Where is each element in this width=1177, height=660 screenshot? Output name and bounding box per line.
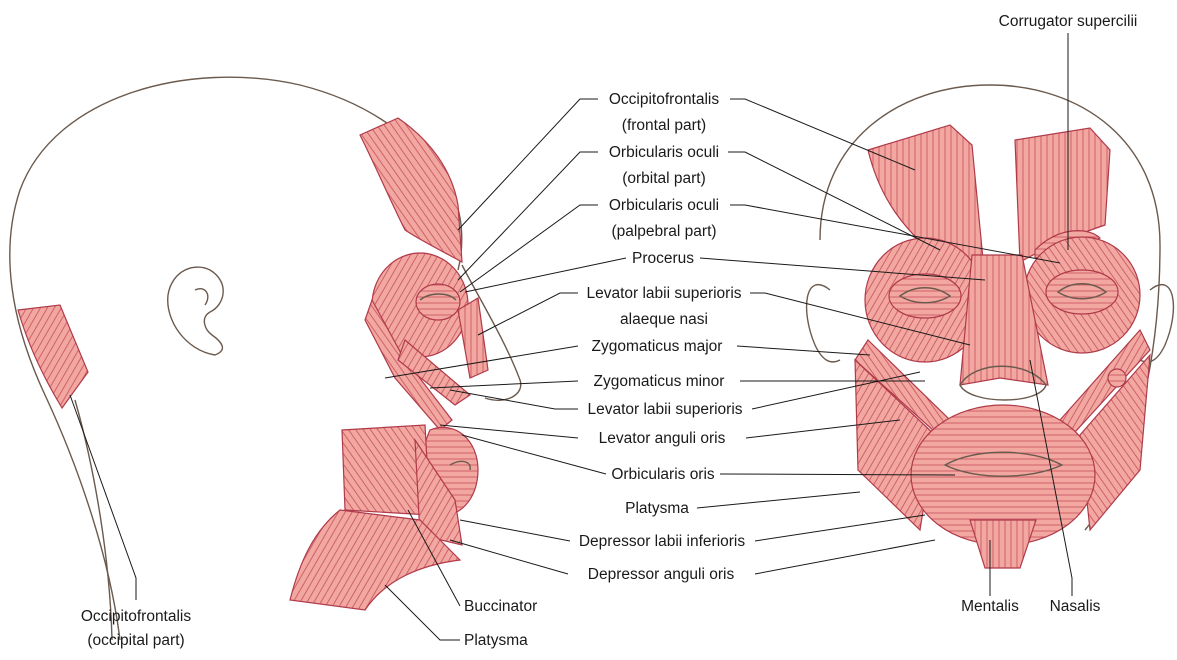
label-corrugator-supercilii: Corrugator supercilii (999, 13, 1138, 30)
label-orbicularis-oculi-orbital: Orbicularis oculi (609, 144, 719, 161)
label-orbital-part: (orbital part) (622, 170, 706, 187)
label-occipitofrontalis-frontal: Occipitofrontalis (609, 91, 720, 108)
label-levator-anguli-oris: Levator anguli oris (599, 430, 726, 447)
label-levator-labii-alaeque: Levator labii superioris (586, 285, 741, 302)
label-palpebral-part: (palpebral part) (611, 223, 716, 240)
label-mentalis: Mentalis (961, 598, 1019, 615)
label-alaeque-nasi: alaeque nasi (620, 311, 708, 328)
label-depressor-labii-inferioris: Depressor labii inferioris (579, 533, 746, 550)
label-zygomaticus-minor: Zygomaticus minor (594, 373, 725, 390)
label-orbicularis-oris: Orbicularis oris (611, 466, 715, 483)
label-orbicularis-oculi-palpebral: Orbicularis oculi (609, 197, 719, 214)
side-view-head (10, 77, 521, 640)
label-buccinator: Buccinator (464, 598, 537, 615)
label-occipital-part: (occipital part) (87, 632, 184, 649)
label-frontal-part: (frontal part) (622, 117, 706, 134)
ear-icon (168, 267, 223, 355)
label-occipitofrontalis-occipital: Occipitofrontalis (81, 608, 192, 625)
label-platysma-mid: Platysma (625, 500, 689, 517)
occipitofrontalis-frontal-side-muscle (360, 118, 462, 262)
left-ear-outline (807, 285, 840, 362)
label-nasalis: Nasalis (1050, 598, 1101, 615)
label-depressor-anguli-oris: Depressor anguli oris (588, 566, 735, 583)
mentalis-muscle (970, 520, 1036, 568)
label-levator-labii-superioris: Levator labii superioris (587, 401, 742, 418)
label-procerus: Procerus (632, 250, 694, 267)
front-view-face (807, 85, 1174, 568)
label-zygomaticus-major: Zygomaticus major (592, 338, 723, 355)
label-platysma-bottom: Platysma (464, 632, 528, 649)
